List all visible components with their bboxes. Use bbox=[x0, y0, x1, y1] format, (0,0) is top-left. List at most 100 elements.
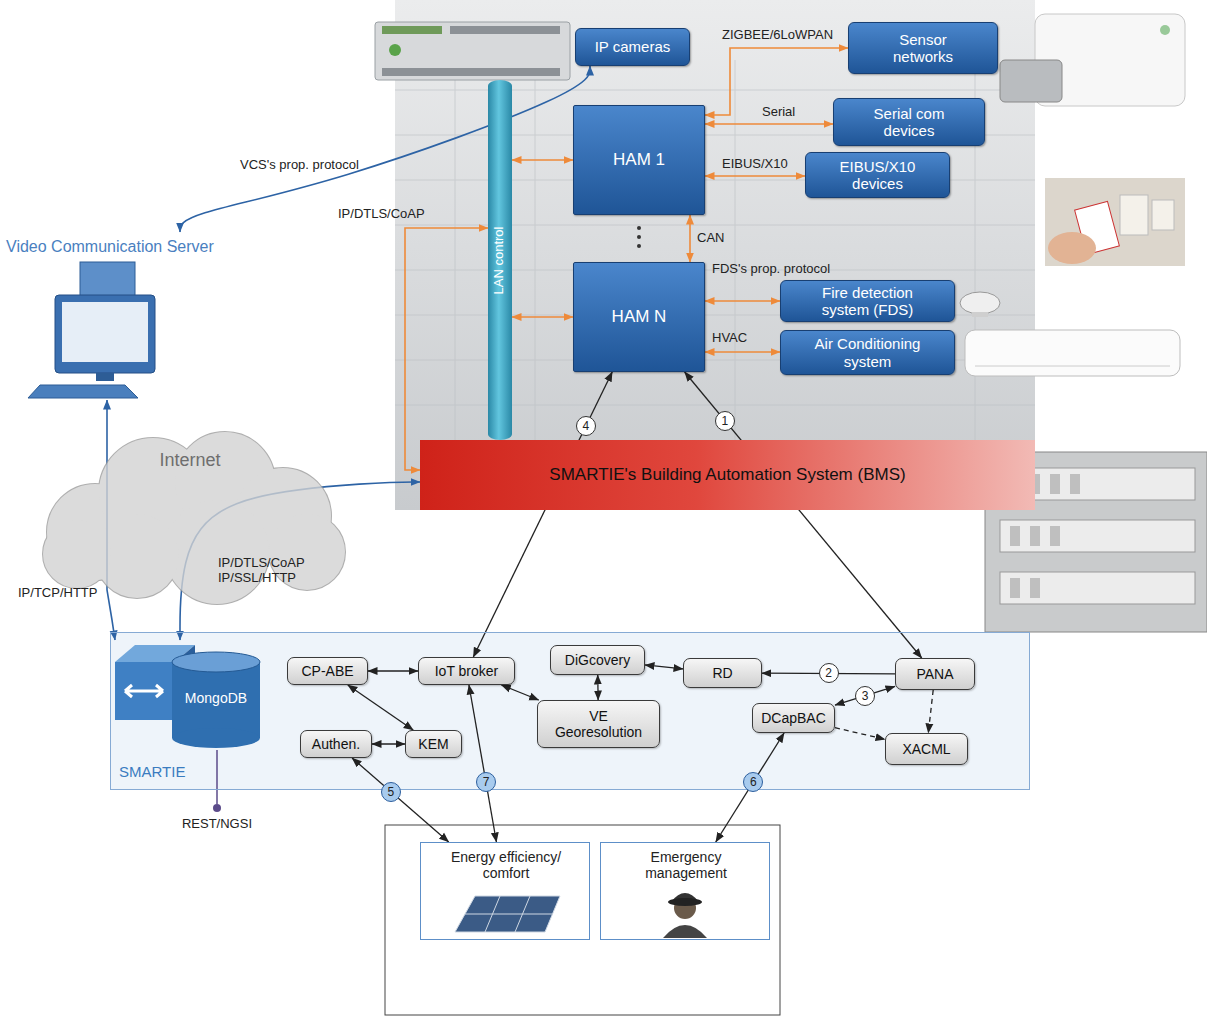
device-photos bbox=[1000, 520, 1195, 552]
connector bbox=[689, 215, 691, 262]
firefighter-icon bbox=[663, 893, 707, 938]
device-box: EIBUS/X10 devices bbox=[805, 152, 950, 198]
platform-ground bbox=[110, 632, 1030, 790]
controller-photo bbox=[375, 22, 570, 80]
connector bbox=[405, 228, 488, 470]
node-label: SMARTIE bbox=[119, 763, 259, 780]
node-label: Sensor networks bbox=[876, 31, 971, 66]
node-label: Air Conditioning system bbox=[805, 335, 930, 370]
connector bbox=[352, 758, 449, 842]
database-node: MongoDB bbox=[115, 640, 262, 750]
cloud-outline bbox=[25, 420, 355, 600]
device-photos bbox=[1048, 232, 1096, 264]
connector bbox=[597, 675, 599, 700]
connector bbox=[835, 686, 895, 705]
service-box: PANA bbox=[895, 658, 975, 690]
connector bbox=[928, 690, 933, 733]
device-photos bbox=[975, 366, 1170, 367]
application-frame bbox=[385, 825, 780, 1015]
solar-panel-icon bbox=[455, 896, 560, 932]
network-bus: LAN control bbox=[488, 80, 512, 440]
ellipsis-dots bbox=[637, 226, 641, 248]
device-photos bbox=[1010, 578, 1020, 598]
gateway-box: HAM 1 bbox=[573, 105, 705, 215]
service-box: CP-ABE bbox=[287, 657, 368, 685]
database-icon bbox=[172, 728, 260, 748]
cloud-outline bbox=[165, 500, 269, 604]
connector bbox=[372, 743, 405, 744]
device-photos bbox=[1160, 25, 1170, 35]
device-box: Fire detection system (FDS) bbox=[780, 280, 955, 323]
node-label: VE Georesolution bbox=[549, 708, 649, 740]
node-label: Authen. bbox=[312, 736, 360, 752]
connector bbox=[512, 316, 573, 318]
protocol-label: EIBUS/X10 bbox=[722, 157, 788, 172]
computer-icon bbox=[55, 295, 155, 373]
database-icon bbox=[172, 652, 260, 672]
database-icon bbox=[172, 662, 260, 738]
computer-icon bbox=[62, 302, 148, 362]
protocol-label: Serial bbox=[762, 105, 795, 120]
device-box: IP cameras bbox=[575, 28, 690, 66]
device-photos bbox=[972, 312, 988, 317]
protocol-label: IP/TCP/HTTP bbox=[18, 586, 97, 601]
node-label: RD bbox=[712, 665, 732, 681]
ellipsis-dots bbox=[637, 226, 641, 230]
connector bbox=[685, 372, 922, 658]
device-photos bbox=[1000, 60, 1062, 102]
node-label: MongoDB bbox=[172, 690, 260, 706]
device-photos bbox=[1050, 526, 1060, 546]
service-box: DCapBAC bbox=[752, 703, 835, 733]
application-box: Emergency management bbox=[600, 842, 770, 940]
device-box: Sensor networks bbox=[848, 22, 998, 74]
service-box: VE Georesolution bbox=[537, 700, 660, 748]
cloud-outline bbox=[43, 520, 111, 588]
server-node: Video Communication Server bbox=[6, 232, 246, 400]
device-photos bbox=[1000, 572, 1195, 604]
node-label: IP cameras bbox=[595, 38, 671, 55]
device-photos bbox=[960, 292, 1000, 314]
computer-icon bbox=[96, 373, 114, 381]
connector bbox=[705, 300, 780, 302]
node-label: EIBUS/X10 devices bbox=[833, 158, 923, 193]
node-label: LAN control bbox=[493, 226, 508, 294]
callout-number: 5 bbox=[381, 782, 401, 802]
node-label: DiGcovery bbox=[565, 652, 630, 668]
device-photos bbox=[1030, 526, 1040, 546]
connector bbox=[705, 175, 805, 177]
node-label: Serial com devices bbox=[859, 105, 959, 140]
cloud-outline bbox=[43, 520, 111, 588]
connector bbox=[705, 123, 833, 125]
device-photos bbox=[1120, 195, 1148, 235]
device-photos bbox=[960, 14, 1207, 632]
cloud-outline bbox=[165, 500, 269, 604]
interface-port bbox=[213, 804, 221, 812]
cloud-shape: Internet bbox=[25, 420, 355, 600]
node-label: KEM bbox=[418, 736, 448, 752]
connector bbox=[180, 66, 590, 232]
application-box: Energy efficiency/ comfort bbox=[420, 842, 590, 940]
service-box: RD bbox=[683, 658, 762, 688]
callout-number: 1 bbox=[715, 411, 735, 431]
service-box: XACML bbox=[885, 733, 968, 765]
connector bbox=[705, 351, 780, 353]
connector bbox=[645, 665, 683, 669]
platform-ground bbox=[110, 632, 1030, 790]
device-photos bbox=[1010, 526, 1020, 546]
node-label: PANA bbox=[916, 666, 953, 682]
connector bbox=[348, 685, 413, 730]
connector bbox=[716, 733, 784, 842]
node-label: XACML bbox=[902, 741, 950, 757]
computer-icon bbox=[28, 262, 155, 398]
node-label: Emergency management bbox=[601, 849, 771, 881]
controller-photo bbox=[382, 68, 560, 76]
ellipsis-dots bbox=[637, 235, 641, 239]
interface-port bbox=[216, 750, 218, 804]
interface-port bbox=[213, 750, 221, 812]
callout-number: 4 bbox=[576, 416, 596, 436]
gateway-box: HAM N bbox=[573, 262, 705, 372]
node-label: Fire detection system (FDS) bbox=[803, 284, 933, 319]
system-band: SMARTIE's Building Automation System (BM… bbox=[420, 440, 1035, 510]
platform-region: SMARTIEMongoDBCP-ABEIoT brokerDiGcoveryR… bbox=[110, 632, 1030, 790]
node-label: CP-ABE bbox=[301, 663, 353, 679]
